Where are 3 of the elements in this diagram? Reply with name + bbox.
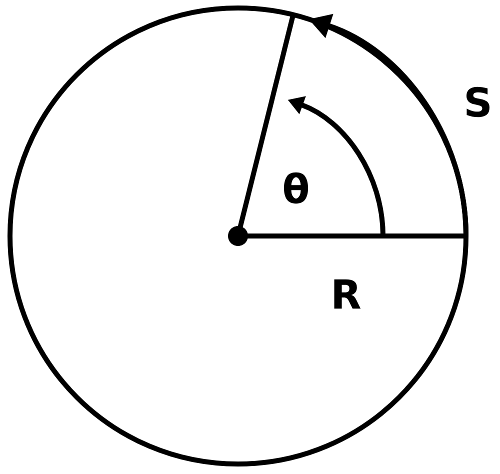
- label: R: [334, 279, 361, 309]
- label: S: [466, 86, 490, 118]
- label: θ: [284, 172, 308, 204]
